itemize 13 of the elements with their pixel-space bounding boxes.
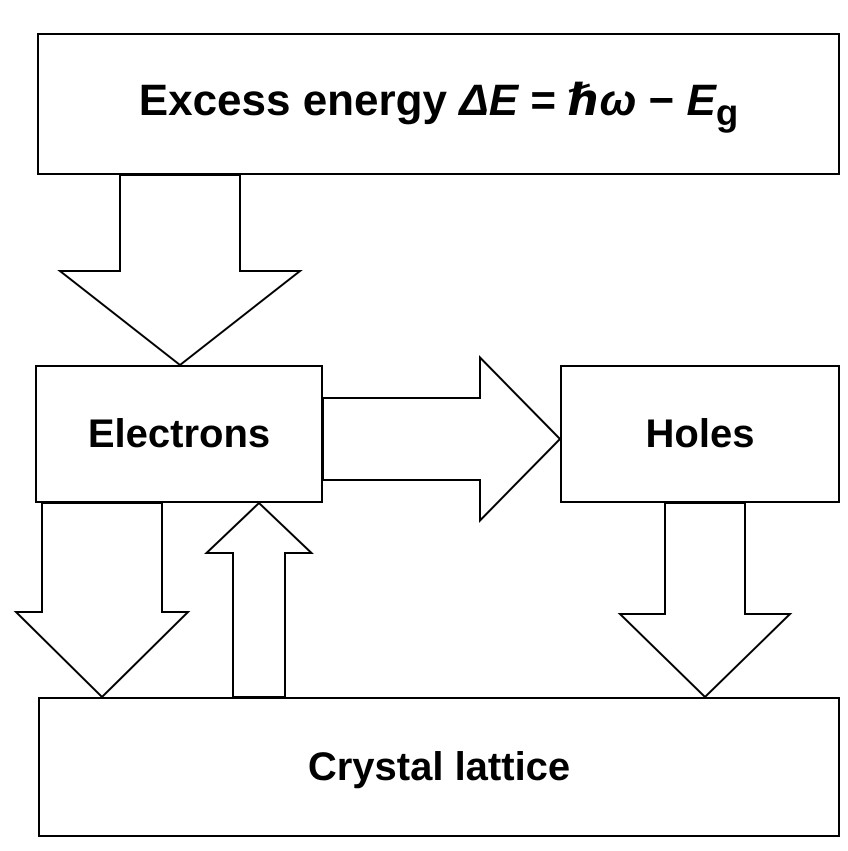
box-label: Holes bbox=[646, 412, 754, 456]
block-arrow bbox=[57, 174, 303, 366]
process-box bbox=[35, 365, 323, 503]
process-box bbox=[38, 697, 840, 837]
box-label: Electrons bbox=[88, 412, 270, 456]
block-arrow bbox=[618, 502, 792, 698]
process-box bbox=[560, 365, 840, 503]
block-arrow bbox=[14, 502, 190, 698]
box-label: Excess energy ΔE = ℏω − E$_{g}$ bbox=[138, 74, 738, 134]
process-box bbox=[37, 33, 840, 175]
block-arrow bbox=[204, 502, 314, 698]
box-label: Crystal lattice bbox=[308, 744, 570, 790]
block-arrow bbox=[322, 355, 562, 523]
